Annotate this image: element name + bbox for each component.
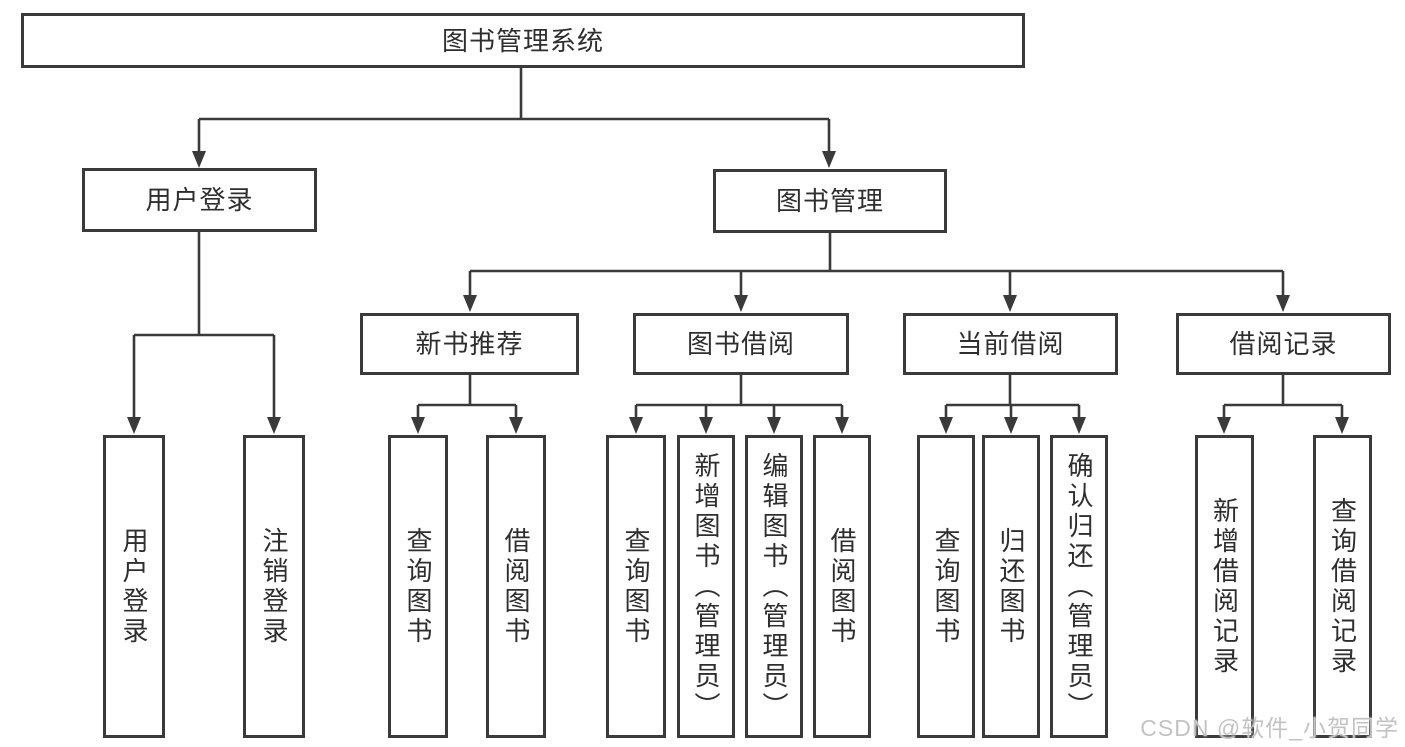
leaf-add-borrow-record-label: 新增借阅记录 [1209, 496, 1240, 677]
node-new-book-recommend-label: 新书推荐 [415, 329, 524, 359]
leaf-return-books: 归还图书 [982, 435, 1040, 738]
leaf-recommend-query-books: 查询图书 [388, 435, 448, 738]
leaf-recommend-query-books-label: 查询图书 [403, 526, 433, 647]
node-current-borrow-label: 当前借阅 [956, 329, 1065, 359]
leaf-borrow-query-books-label: 查询图书 [621, 526, 651, 647]
leaf-query-borrow-record: 查询借阅记录 [1313, 435, 1372, 738]
leaf-borrow-books-label: 借阅图书 [827, 526, 857, 647]
node-book-borrow-label: 图书借阅 [686, 329, 795, 359]
node-borrow-record-label: 借阅记录 [1229, 329, 1338, 359]
node-borrow-record: 借阅记录 [1176, 313, 1391, 375]
node-root-label: 图书管理系统 [441, 25, 604, 56]
leaf-add-borrow-record: 新增借阅记录 [1195, 435, 1254, 738]
leaf-current-query-books-label: 查询图书 [931, 526, 961, 647]
node-book-management: 图书管理 [713, 169, 947, 233]
leaf-current-query-books: 查询图书 [917, 435, 975, 738]
node-user-login-label: 用户登录 [145, 185, 254, 215]
node-user-login: 用户登录 [82, 168, 317, 232]
csdn-watermark: CSDN @软件_小贺同学 [1140, 715, 1399, 741]
leaf-edit-books-admin: 编辑图书（管理员） [745, 435, 803, 738]
leaf-logout-label: 注销登录 [259, 526, 289, 647]
leaf-query-borrow-record-label: 查询借阅记录 [1327, 496, 1358, 677]
node-current-borrow: 当前借阅 [903, 313, 1118, 375]
leaf-user-login: 用户登录 [103, 435, 165, 738]
node-root: 图书管理系统 [21, 13, 1025, 68]
leaf-return-books-label: 归还图书 [996, 526, 1026, 647]
leaf-recommend-borrow-books-label: 借阅图书 [501, 526, 531, 647]
arrowhead-icons [127, 151, 1349, 434]
node-book-management-label: 图书管理 [775, 186, 884, 216]
node-new-book-recommend: 新书推荐 [360, 313, 579, 375]
leaf-add-books-admin: 新增图书（管理员） [677, 435, 735, 738]
leaf-user-login-label: 用户登录 [119, 526, 149, 647]
leaf-logout: 注销登录 [243, 435, 305, 738]
leaf-recommend-borrow-books: 借阅图书 [486, 435, 546, 738]
leaf-borrow-books: 借阅图书 [813, 435, 871, 738]
leaf-edit-books-admin-label: 编辑图书（管理员） [759, 451, 789, 722]
leaf-confirm-return-admin: 确认归还（管理员） [1050, 435, 1108, 738]
leaf-borrow-query-books: 查询图书 [606, 435, 666, 738]
leaf-confirm-return-admin-label: 确认归还（管理员） [1064, 451, 1094, 722]
node-book-borrow: 图书借阅 [633, 313, 849, 375]
leaf-add-books-admin-label: 新增图书（管理员） [691, 451, 721, 722]
